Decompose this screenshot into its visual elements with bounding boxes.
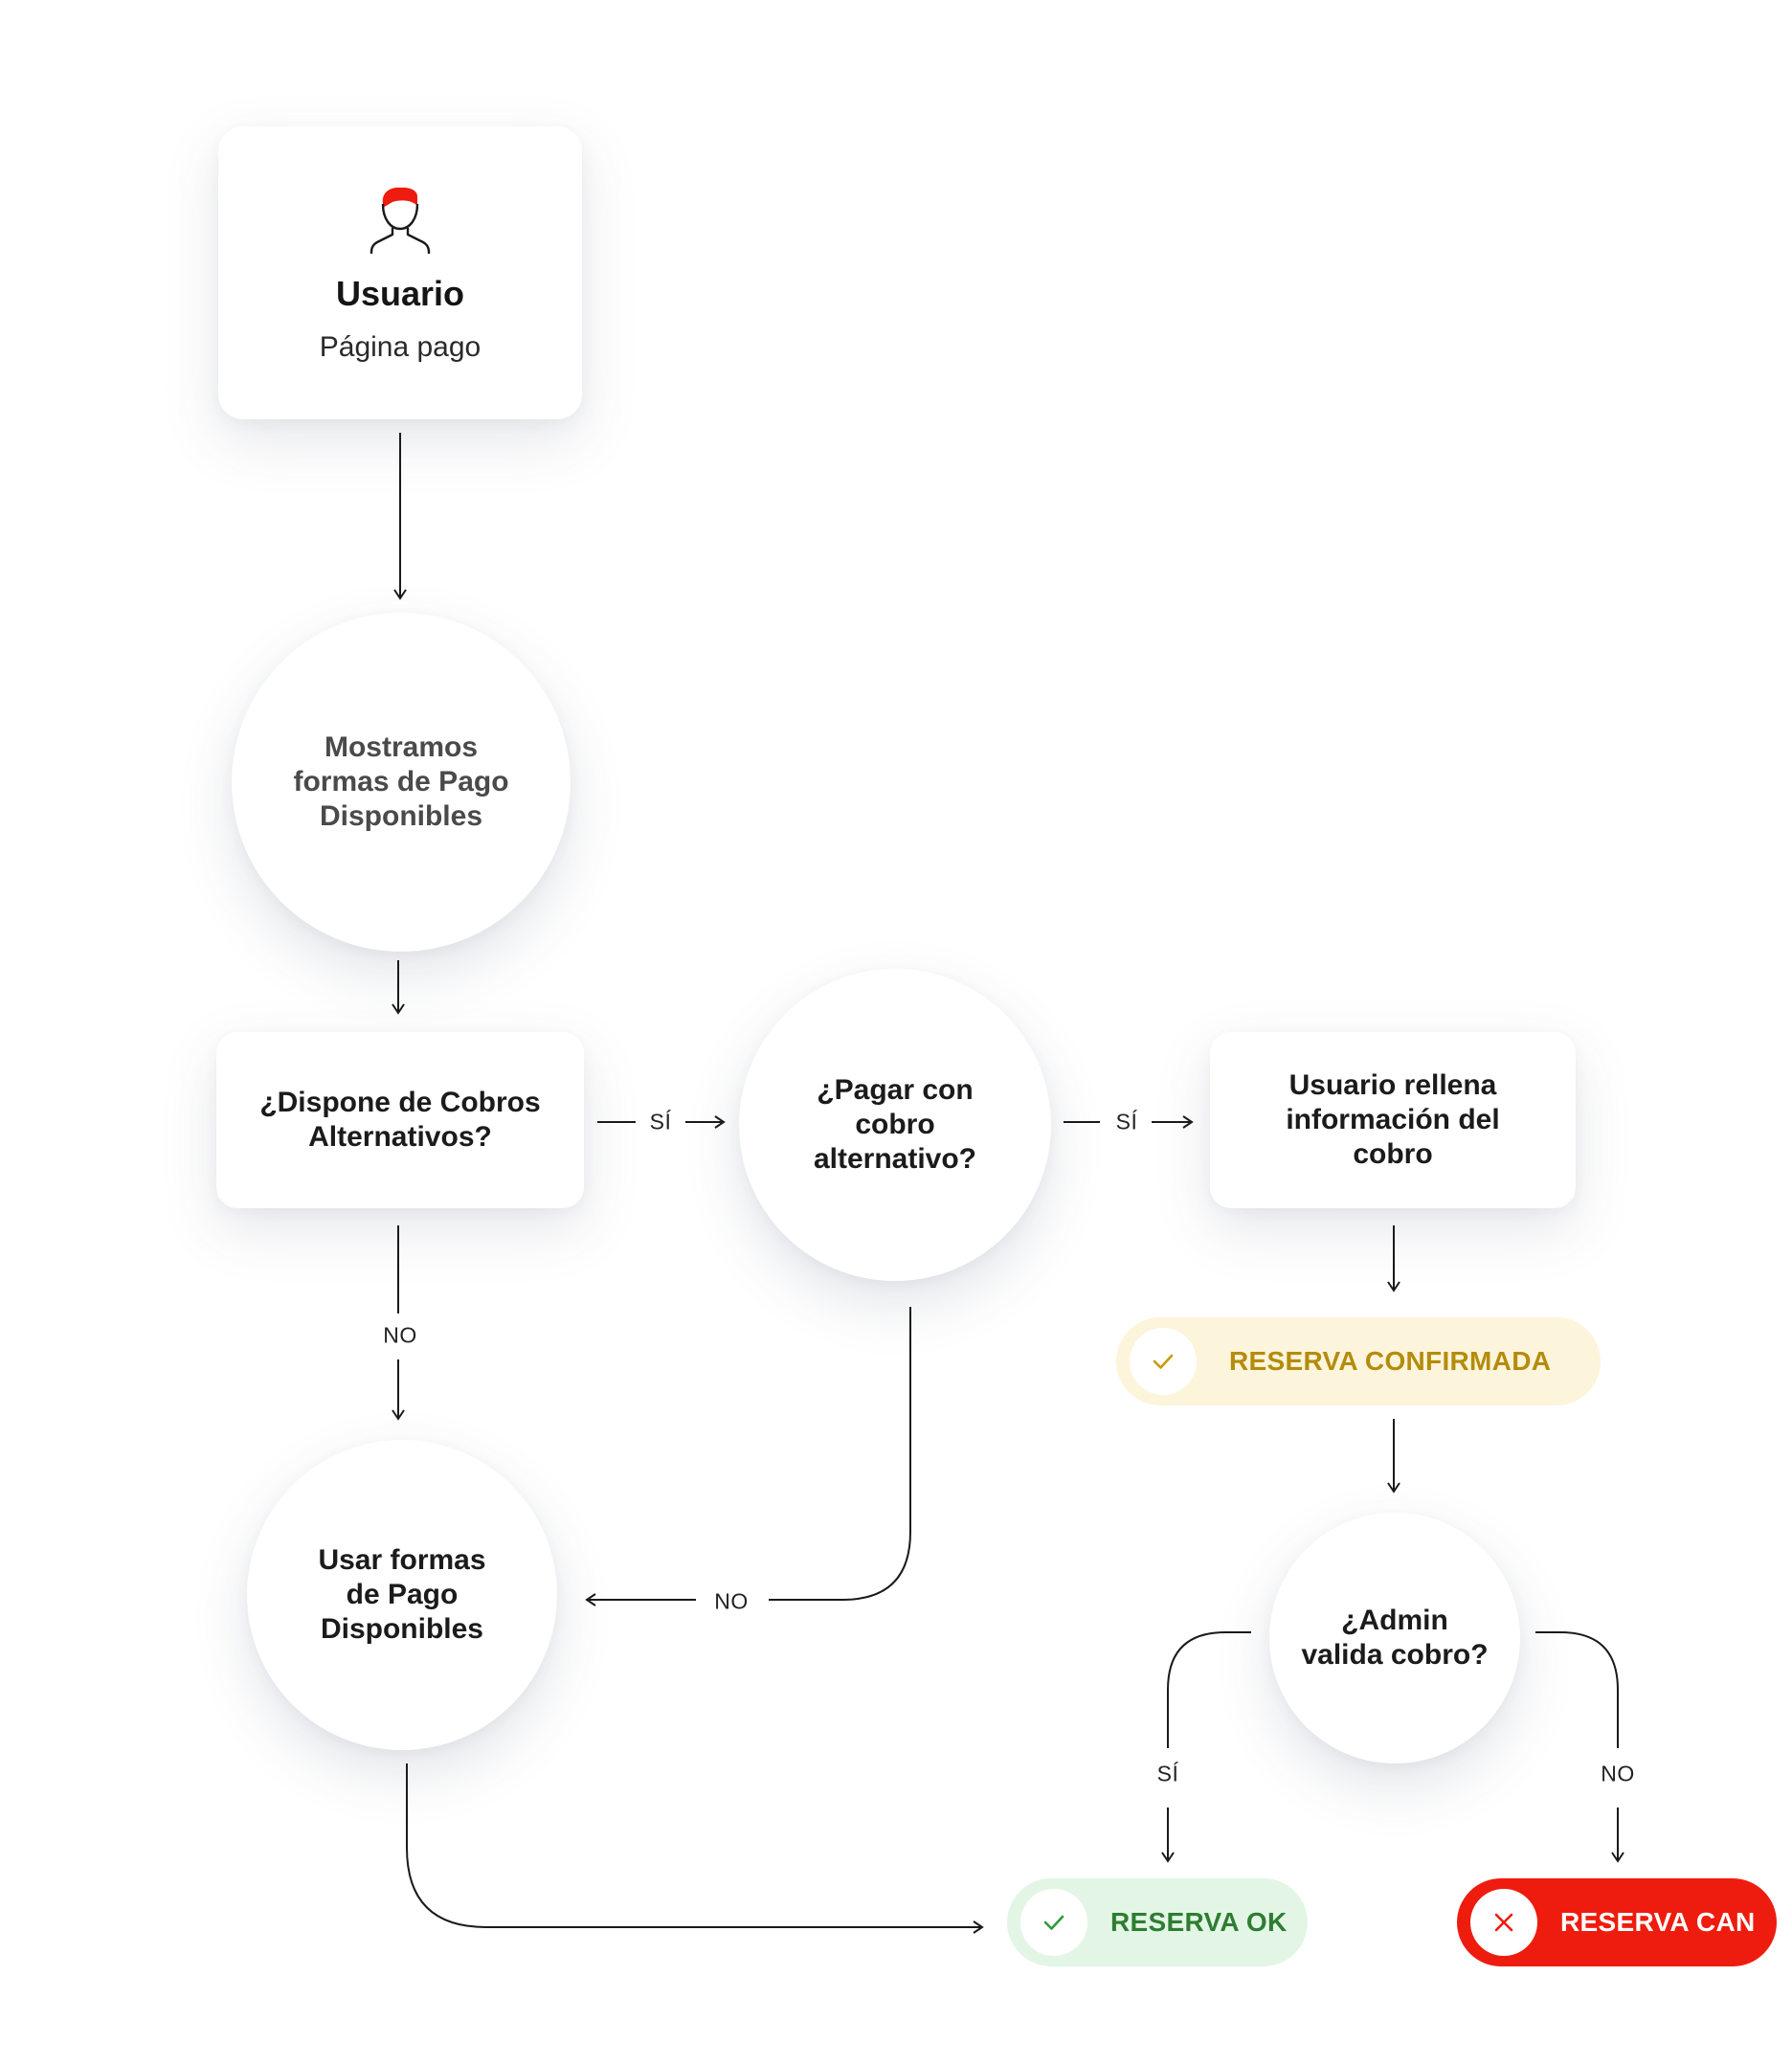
node-has-alternatives-label: ¿Dispone de Cobros Alternativos?	[259, 1087, 541, 1153]
line-no-2-curve	[769, 1307, 911, 1601]
status-reserva-ok: RESERVA OK	[1007, 1878, 1308, 1966]
check-icon	[1130, 1328, 1197, 1395]
status-reserva-cancelada-label: RESERVA CAN	[1560, 1907, 1756, 1937]
status-reserva-cancelada: RESERVA CAN	[1457, 1878, 1777, 1966]
node-admin-validates-label: ¿Admin valida cobro?	[1301, 1605, 1489, 1671]
edge-label-no-1: NO	[377, 1322, 423, 1349]
node-pay-alternative: ¿Pagar con cobro alternativo?	[739, 969, 1051, 1281]
user-avatar-icon	[364, 183, 437, 260]
edge-label-no-2: NO	[708, 1588, 754, 1615]
node-user-fills-info: Usuario rellena información del cobro	[1210, 1032, 1576, 1208]
node-has-alternatives: ¿Dispone de Cobros Alternativos?	[216, 1032, 584, 1208]
node-show-payment-methods: Mostramos formas de Pago Disponibles	[232, 613, 571, 952]
node-use-payment-methods: Usar formas de Pago Disponibles	[247, 1440, 557, 1750]
user-card-subtitle: Página pago	[319, 330, 482, 363]
line-admin-yes-curve	[1167, 1631, 1251, 1748]
edge-label-yes-1: SÍ	[643, 1109, 678, 1135]
status-reserva-confirmada: RESERVA CONFIRMADA	[1116, 1317, 1601, 1405]
edge-label-no-admin: NO	[1595, 1761, 1641, 1787]
status-reserva-ok-label: RESERVA OK	[1110, 1907, 1288, 1937]
line-admin-no-curve	[1535, 1631, 1619, 1748]
edge-label-yes-2: SÍ	[1109, 1109, 1144, 1135]
node-show-payment-methods-label: Mostramos formas de Pago Disponibles	[293, 731, 509, 832]
user-card-title: Usuario	[335, 273, 465, 313]
user-card: Usuario Página pago	[218, 126, 582, 419]
node-user-fills-info-label: Usuario rellena información del cobro	[1286, 1069, 1500, 1170]
check-icon	[1020, 1889, 1087, 1956]
node-admin-validates: ¿Admin valida cobro?	[1269, 1513, 1520, 1763]
node-use-payment-methods-label: Usar formas de Pago Disponibles	[318, 1544, 486, 1645]
close-icon	[1470, 1889, 1537, 1956]
edge-label-yes-admin: SÍ	[1151, 1761, 1185, 1787]
line-methods-to-ok	[406, 1763, 984, 1934]
status-reserva-confirmada-label: RESERVA CONFIRMADA	[1229, 1346, 1552, 1376]
node-pay-alternative-label: ¿Pagar con cobro alternativo?	[813, 1074, 977, 1175]
